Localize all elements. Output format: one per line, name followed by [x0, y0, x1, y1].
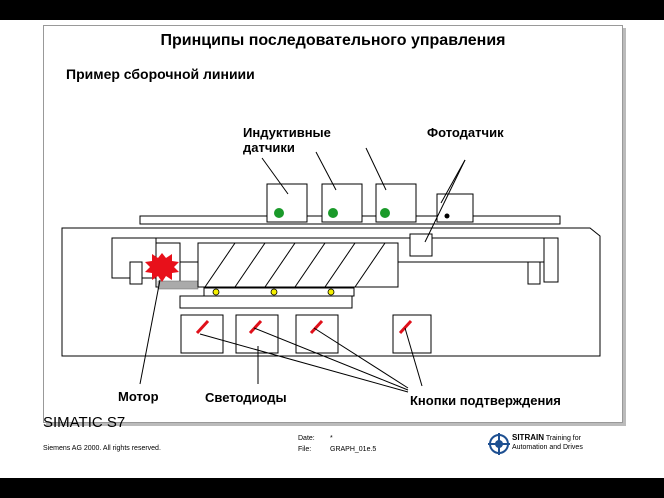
- inductive-sensors-label-line2: датчики: [243, 140, 295, 155]
- inductive-sensors-label-line1: Индуктивные: [243, 125, 331, 140]
- ack-button-2: [235, 314, 279, 354]
- date-value: *: [330, 435, 333, 442]
- siemens-logo: SIEMENS: [43, 4, 118, 21]
- button-panel-rail: [179, 295, 353, 309]
- ack-buttons-label: Кнопки подтверждения: [410, 393, 561, 408]
- photo-sensor-receiver: [409, 233, 433, 257]
- photo-sensor-emitter: [436, 193, 474, 223]
- indicator-led-2: [270, 288, 278, 296]
- motor-active-burst: [145, 253, 179, 282]
- sitrain-brand: SITRAIN: [512, 433, 544, 442]
- left-leg: [129, 261, 143, 285]
- footer-meta: Date: * File: GRAPH_01e.5: [298, 433, 376, 455]
- motor-shaft: [157, 280, 199, 290]
- indicator-led-3: [327, 288, 335, 296]
- right-leg: [527, 261, 541, 285]
- page-title: Принципы последовательного управления: [160, 32, 506, 49]
- ack-button-4: [392, 314, 432, 354]
- copyright-text: Siemens AG 2000. All rights reserved.: [43, 445, 161, 452]
- photo-sensor-label: Фотодатчик: [427, 125, 504, 140]
- file-label: File:: [298, 446, 312, 453]
- inductive-sensor-3: [375, 183, 417, 223]
- inductive-sensors-label: Индуктивные датчики: [243, 125, 331, 155]
- inductive-sensor-2: [321, 183, 363, 223]
- product-name: SIMATIC S7: [43, 414, 126, 431]
- leds-label: Светодиоды: [205, 390, 287, 405]
- file-value: GRAPH_01e.5: [330, 446, 377, 453]
- date-label: Date:: [298, 435, 315, 442]
- ack-button-3: [295, 314, 339, 354]
- sitrain-text: SITRAIN Training for Automation and Driv…: [512, 433, 583, 452]
- inductive-sensor-1: [266, 183, 308, 223]
- indicator-led-1: [212, 288, 220, 296]
- belt-hatching: [204, 242, 386, 288]
- sitrain-line2: Automation and Drives: [512, 444, 583, 451]
- motor-label: Мотор: [118, 389, 159, 404]
- page-subtitle: Пример сборочной линиии: [66, 66, 255, 82]
- right-support: [543, 237, 559, 283]
- conveyor-belt: [197, 242, 399, 288]
- ack-button-1: [180, 314, 224, 354]
- sitrain-line1: Training for: [544, 435, 581, 442]
- callout-lines: [139, 147, 466, 393]
- sitrain-icon: [488, 433, 510, 455]
